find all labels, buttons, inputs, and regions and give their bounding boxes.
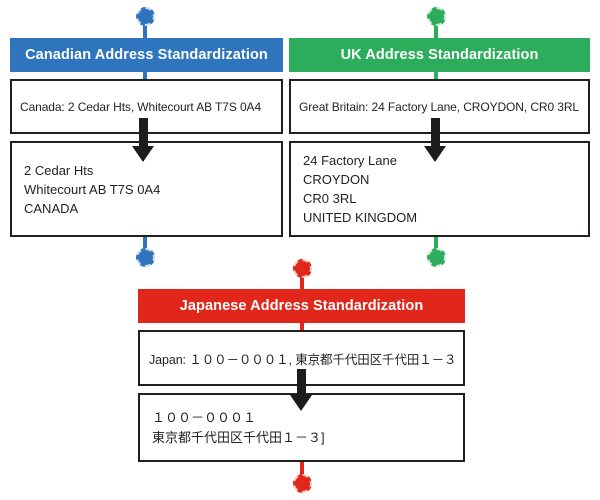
- arrow-shaft: [139, 118, 148, 148]
- connector-node-top: [136, 7, 155, 26]
- section-header: Japanese Address Standardization: [138, 289, 465, 323]
- arrow-shaft: [297, 369, 306, 397]
- section-header: UK Address Standardization: [289, 38, 590, 72]
- connector-node-top: [427, 7, 446, 26]
- connector-node-top: [293, 259, 312, 278]
- output-address-text: 24 Factory Lane CROYDON CR0 3RL UNITED K…: [303, 153, 418, 225]
- section-header: Canadian Address Standardization: [10, 38, 283, 72]
- arrow-head: [424, 146, 446, 162]
- output-address-text: 2 Cedar Hts Whitecourt AB T7S 0A4 CANADA: [24, 162, 161, 216]
- output-address-text: １００－０００１ 東京都千代田区千代田１－３]: [152, 409, 325, 445]
- input-address-text: Japan: １００－０００１, 東京都千代田区千代田１－３: [149, 352, 457, 367]
- input-address-text: Great Britain: 24 Factory Lane, CROYDON,…: [299, 99, 579, 114]
- connector-node-bottom: [427, 248, 446, 267]
- section-title: Japanese Address Standardization: [179, 298, 424, 314]
- section-title: Canadian Address Standardization: [25, 47, 268, 63]
- arrow-shaft: [431, 118, 440, 148]
- input-address-box: Japan: １００－０００１, 東京都千代田区千代田１－３: [138, 330, 465, 386]
- connector-node-bottom: [136, 248, 155, 267]
- section-title: UK Address Standardization: [340, 47, 539, 63]
- output-address-box: 2 Cedar Hts Whitecourt AB T7S 0A4 CANADA: [10, 141, 283, 237]
- input-address-text: Canada: 2 Cedar Hts, Whitecourt AB T7S 0…: [20, 99, 262, 114]
- arrow-head: [290, 395, 312, 411]
- connector-node-bottom: [293, 474, 312, 493]
- arrow-head: [132, 146, 154, 162]
